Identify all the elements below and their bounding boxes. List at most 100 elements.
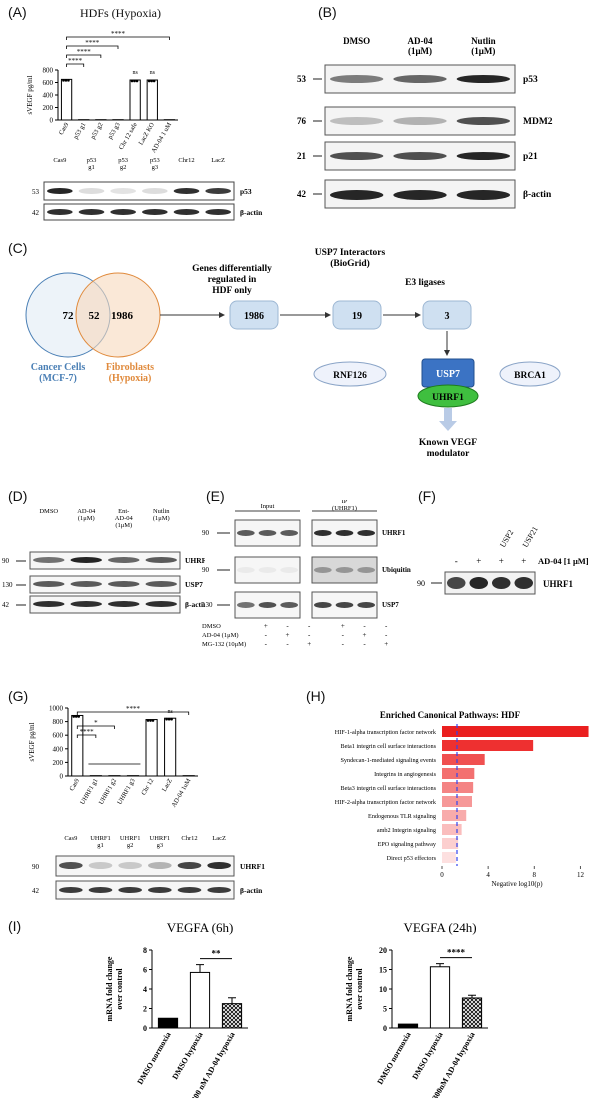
bar: [429, 966, 451, 1029]
bar: [397, 1023, 419, 1029]
condition-sign: -: [265, 631, 268, 639]
y-tick-label: 20: [379, 946, 387, 955]
x-tick-label: DMSO normoxia: [135, 1031, 172, 1087]
band-uhrf1: [148, 862, 172, 869]
blot-strip: [29, 595, 181, 614]
x-tick-label: Cas9: [68, 778, 81, 793]
condition-sign: +: [307, 640, 311, 648]
condition-sign: -: [363, 622, 366, 630]
protein-label: UHRF1: [382, 529, 406, 537]
treatment-label: AD-04 [1 μM]: [538, 556, 589, 566]
blot-strip: [43, 203, 235, 221]
rnf126-label: RNF126: [333, 371, 367, 381]
y-tick-label: 6: [143, 966, 147, 975]
band: [393, 117, 447, 125]
band: [393, 190, 447, 200]
band: [314, 530, 332, 536]
band: [314, 602, 332, 608]
treatment-sign: +: [499, 556, 504, 566]
band-uhrf1: [207, 862, 232, 869]
sig-bracket: [66, 54, 102, 58]
y-tick-label: 1000: [49, 705, 64, 713]
panel-d-letter: (D): [8, 488, 28, 504]
band: [258, 602, 277, 608]
x-tick-label: p53 g3: [107, 122, 122, 141]
protein-label: p53: [523, 75, 538, 85]
band: [393, 152, 447, 160]
panel-a-letter: (A): [8, 4, 27, 20]
protein-label: USP7: [185, 580, 203, 589]
category-label: amb2 Integrin signaling: [377, 827, 436, 834]
protein-label: UHRF1: [185, 556, 205, 565]
blot-strip: [444, 571, 536, 595]
x-tick-label: Cas9: [58, 122, 71, 137]
mw-label: 42: [32, 209, 40, 217]
data-point: [170, 717, 173, 721]
lane-label: Nutlin(1μM): [471, 36, 496, 56]
mw-label: 53: [32, 188, 40, 196]
condition-sign: -: [363, 640, 366, 648]
venn-left-label: Cancer Cells(MCF-7): [31, 362, 86, 384]
band: [330, 152, 384, 160]
brca1-label: BRCA1: [514, 371, 546, 381]
venn-right-label: Fibroblasts(Hypoxia): [106, 362, 154, 384]
condition-label: AD-04 (1μM): [202, 632, 239, 639]
blot-strip: [55, 880, 235, 900]
band-actin: [205, 209, 232, 215]
mw-label: 90: [2, 557, 10, 565]
bar: [442, 768, 475, 779]
band-p53: [47, 188, 73, 194]
x-tick-label: DMSO hypoxia: [170, 1031, 204, 1082]
mw-label: 53: [297, 74, 307, 84]
band-actin: [118, 887, 142, 893]
venn-left-count: 72: [63, 310, 75, 322]
y-axis-label: mRNA fold change: [105, 956, 114, 1021]
protein-label: β-actin: [523, 190, 552, 200]
data-point: [77, 715, 81, 718]
y-tick-label: 0: [60, 773, 64, 781]
condition-sign: -: [342, 640, 345, 648]
panel-f-letter: (F): [418, 488, 436, 504]
y-axis-label: sVEGF pg/ml: [26, 75, 34, 114]
y-axis-label: mRNA fold change: [345, 956, 354, 1021]
bar: [442, 810, 467, 821]
band: [145, 581, 177, 587]
panel-g-letter: (G): [8, 688, 29, 704]
lane-label: DMSO: [343, 36, 370, 46]
sig-label: **: [212, 949, 222, 959]
band-p53: [142, 188, 168, 194]
sig-bracket: [76, 725, 115, 729]
mw-label: 42: [2, 601, 10, 609]
panel-e-letter: (E): [206, 488, 225, 504]
sig-label: ****: [85, 39, 100, 47]
band-actin: [207, 887, 232, 893]
band-uhrf1: [88, 862, 113, 869]
bar: [442, 852, 456, 863]
treatment-sign: -: [455, 556, 458, 566]
bar: [129, 79, 141, 121]
x-tick-label: 4: [486, 871, 490, 879]
category-label: Endogenous TLR signaling: [368, 813, 436, 820]
condition-sign: -: [385, 631, 388, 639]
lane-label: LacZ: [211, 157, 225, 164]
sig-bracket: [66, 63, 85, 67]
data-point: [150, 79, 153, 83]
mw-label: 42: [297, 189, 307, 199]
band: [33, 557, 65, 563]
sig-label: ****: [80, 728, 95, 736]
data-point: [167, 717, 171, 721]
blot-strip: [29, 575, 181, 594]
lane-label: AD-04(1μM): [408, 36, 433, 56]
category-label: HIF-1-alpha transcription factor network: [335, 729, 437, 736]
data-point: [62, 79, 65, 82]
band-uhrf1: [118, 862, 142, 869]
band-actin: [110, 209, 136, 215]
y-tick-label: 600: [53, 732, 64, 740]
